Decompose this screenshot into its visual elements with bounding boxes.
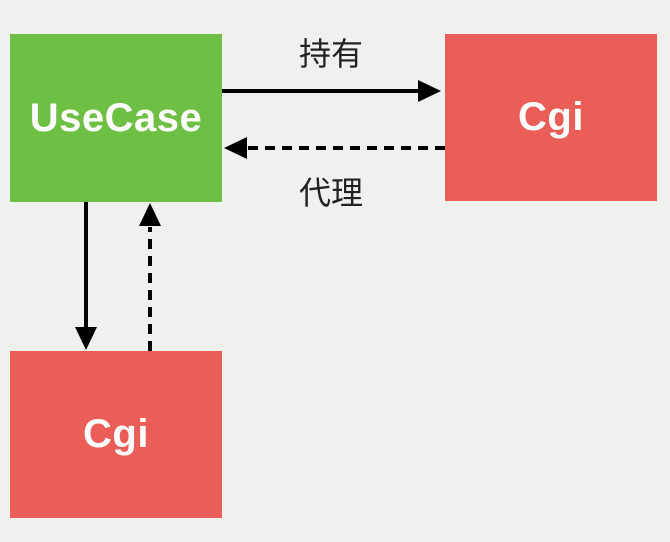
node-usecase-label: UseCase: [29, 95, 203, 140]
edge-label-proxy: 代理: [299, 175, 364, 211]
node-cgi-right-label: Cgi: [518, 95, 584, 139]
node-cgi-bottom-label: Cgi: [83, 412, 149, 456]
node-usecase: UseCase: [10, 34, 222, 202]
node-cgi-bottom: Cgi: [10, 351, 222, 518]
edge-down-arrowhead-icon: [75, 327, 97, 350]
edge-proxy-arrowhead-icon: [224, 137, 247, 159]
edge-up-arrowhead-icon: [139, 203, 161, 226]
edge-label-hold: 持有: [299, 36, 364, 72]
edge-hold-arrowhead-icon: [418, 80, 441, 102]
node-cgi-right: Cgi: [445, 34, 657, 201]
